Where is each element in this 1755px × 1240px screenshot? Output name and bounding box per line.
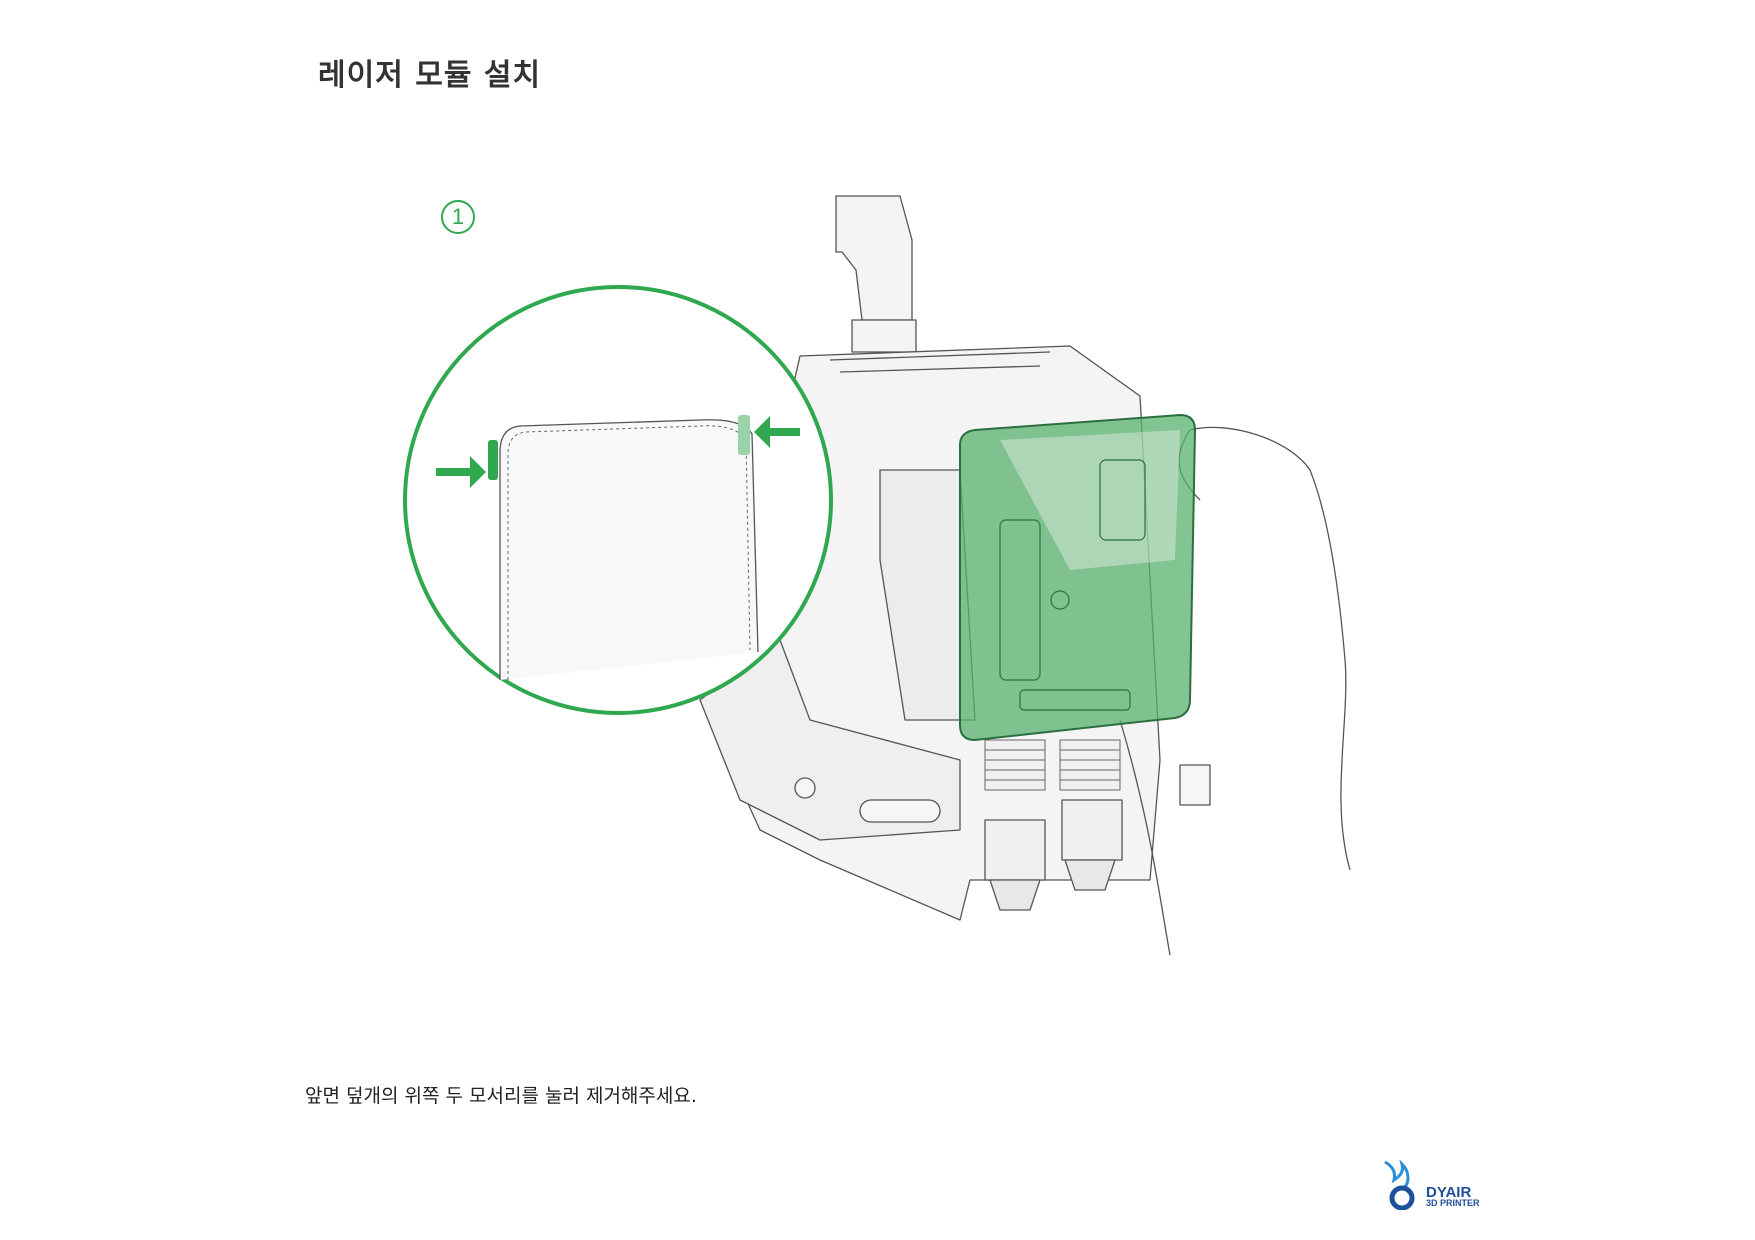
left-arrow-icon: [436, 456, 486, 488]
right-clip-highlight: [738, 415, 750, 455]
front-cover-panel: [959, 413, 1197, 742]
left-clip-highlight: [488, 440, 498, 480]
instruction-caption: 앞면 덮개의 위쪽 두 모서리를 눌러 제거해주세요.: [305, 1085, 697, 1107]
right-arrow-icon: [754, 416, 800, 448]
logo-brand-text: DYAIR: [1426, 1184, 1472, 1201]
page-title: 레이저 모듈 설치: [318, 58, 542, 93]
dyair-logo: [1384, 1160, 1415, 1210]
corner-detail-zoom: [403, 285, 833, 715]
step-number-badge: 1: [441, 200, 475, 234]
logo-subtitle-text: 3D PRINTER: [1426, 1198, 1480, 1208]
